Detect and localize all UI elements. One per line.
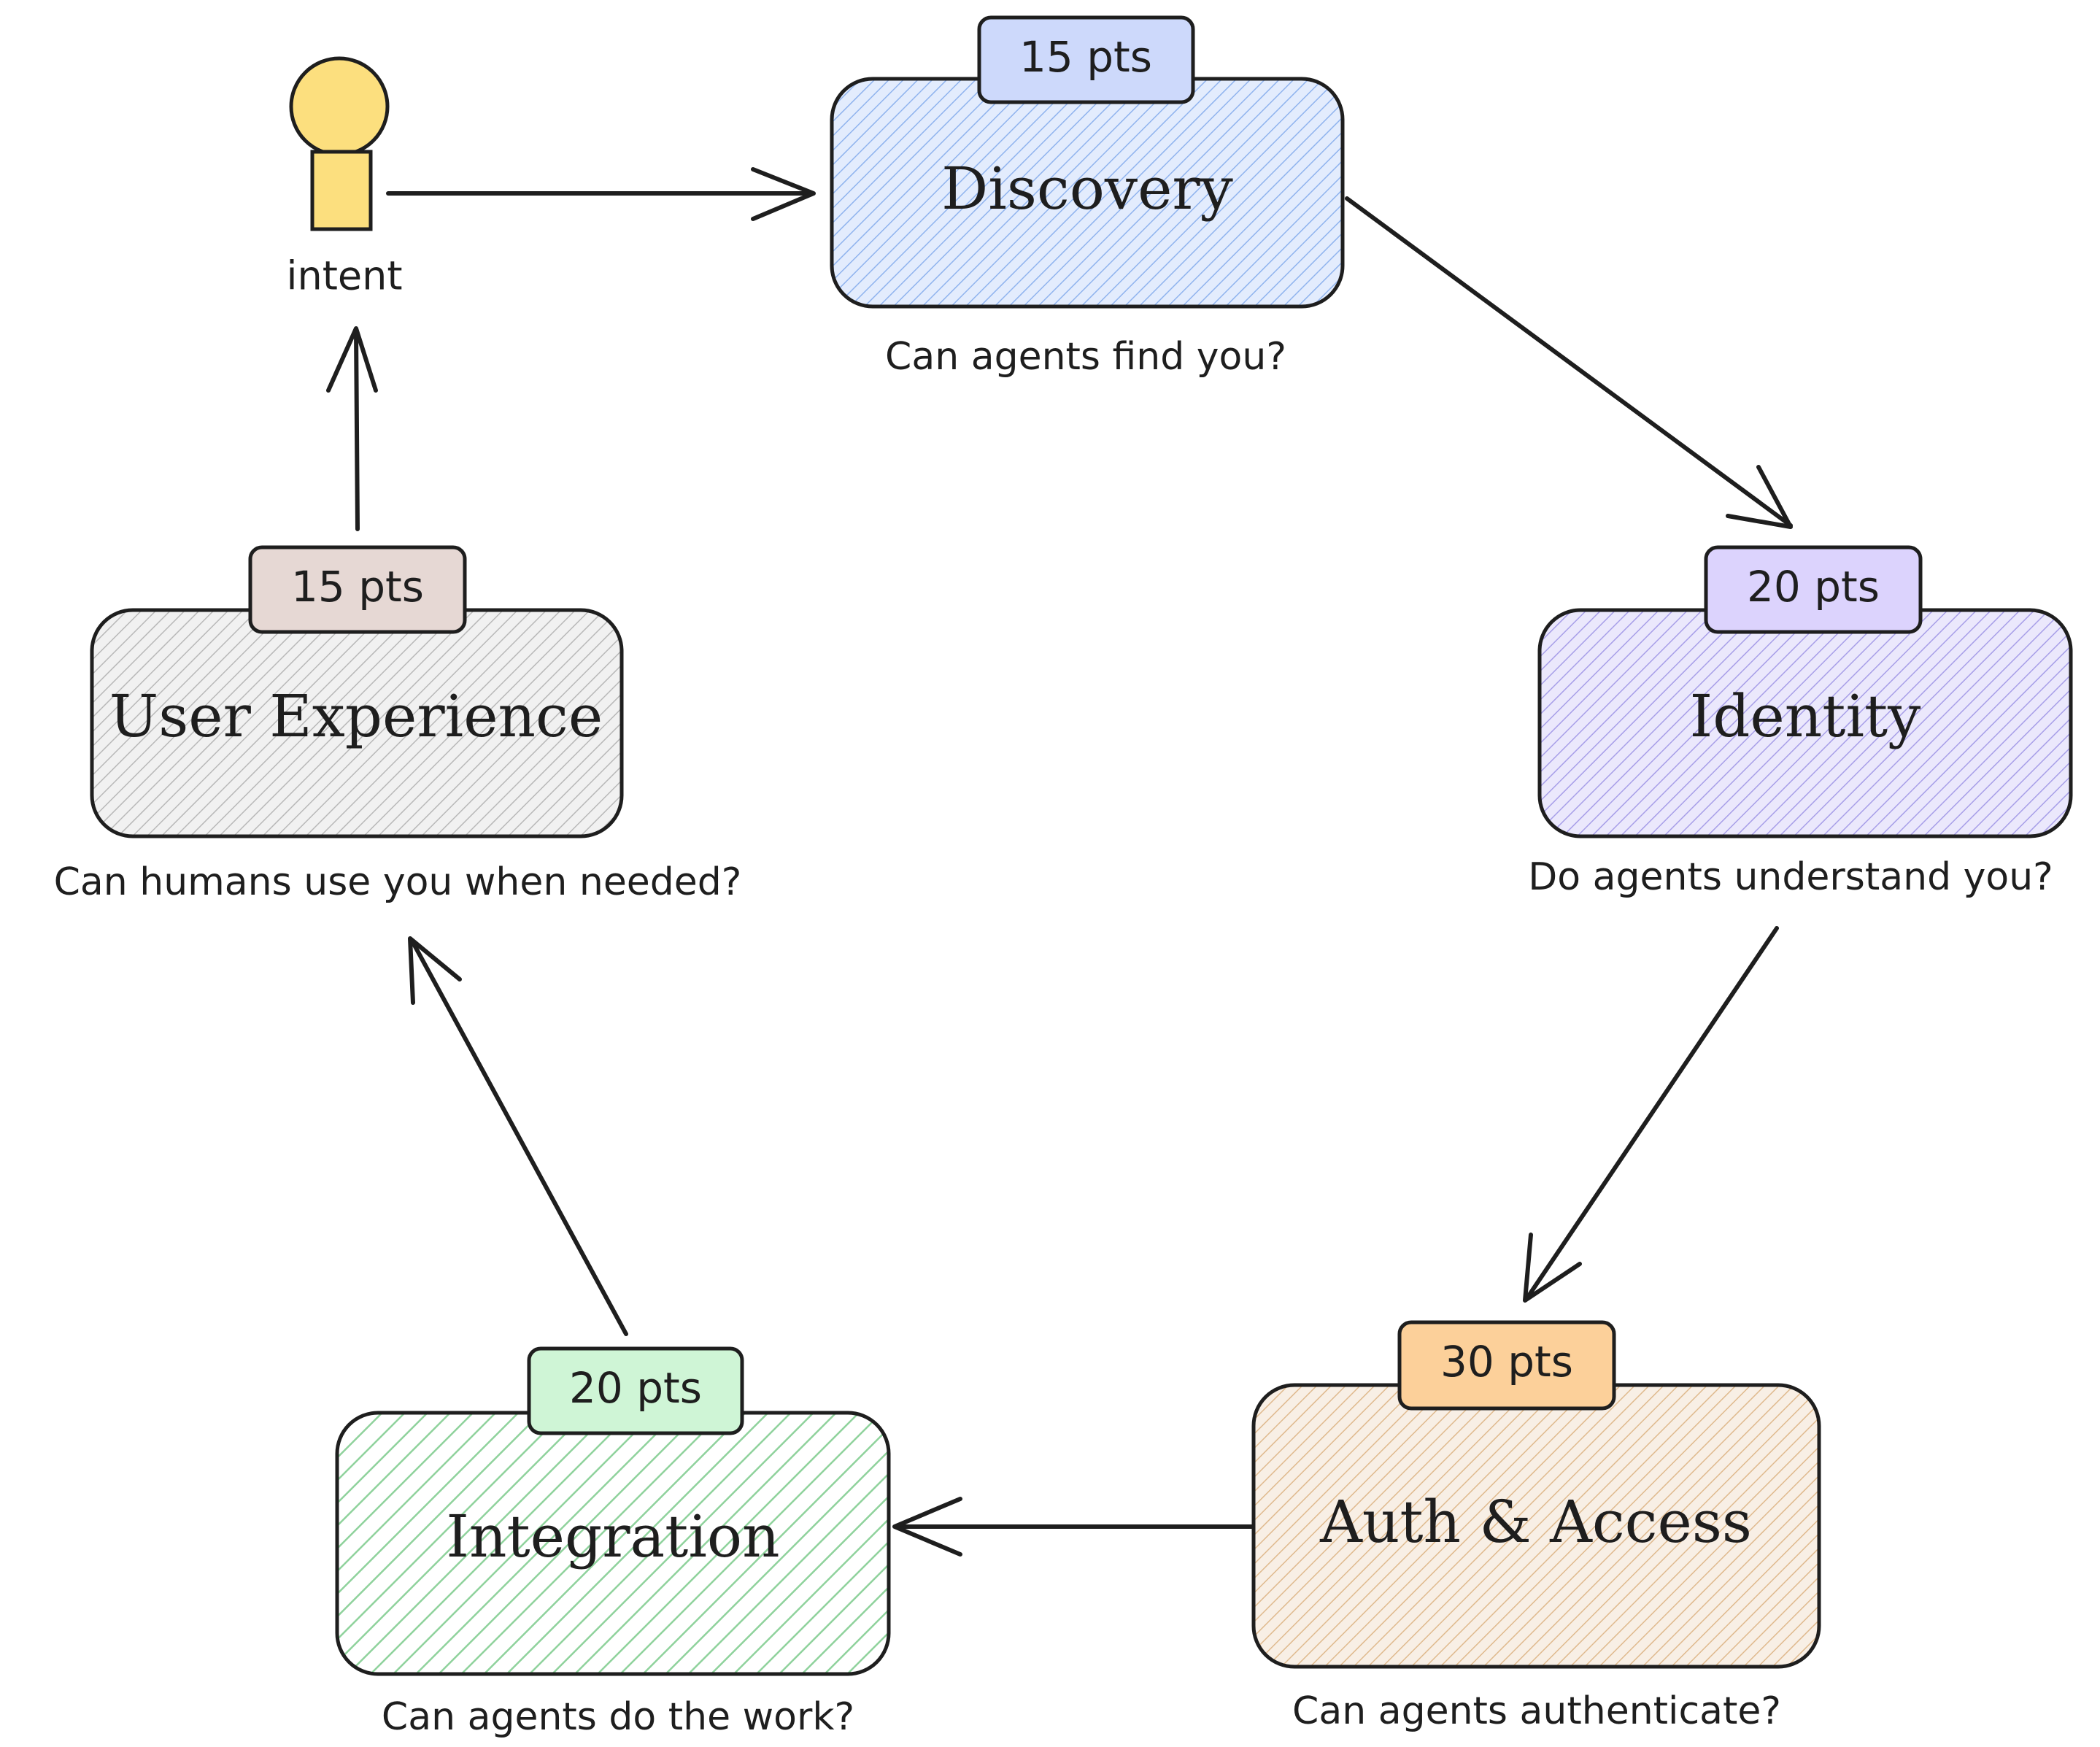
stage-ux: 15 pts User Experience Can humans use yo… <box>54 545 742 904</box>
ux-points: 15 pts <box>291 562 424 612</box>
arrow-integration-to-ux <box>408 936 628 1336</box>
integration-points: 20 pts <box>569 1363 702 1413</box>
person-icon <box>289 56 390 231</box>
discovery-points-badge <box>977 15 1195 104</box>
stage-discovery: 15 pts Discovery Can agents find you? <box>830 15 1345 379</box>
ux-question: Can humans use you when needed? <box>54 860 742 904</box>
intent-label: intent <box>286 253 402 299</box>
integration-points-badge <box>527 1346 744 1435</box>
intent-actor: intent <box>286 56 403 299</box>
person-body <box>310 150 373 231</box>
arrow-identity-to-auth <box>1523 926 1779 1303</box>
arrow-ux-to-intent <box>326 326 378 531</box>
stage-auth: 30 pts Auth & Access Can agents authenti… <box>1251 1320 1821 1733</box>
auth-points-badge <box>1397 1320 1616 1411</box>
discovery-title: Discovery <box>941 155 1233 223</box>
ux-points-badge <box>248 545 467 634</box>
arrow-intent-to-discovery <box>386 167 816 221</box>
person-head <box>289 56 390 157</box>
ux-title: User Experience <box>109 682 603 750</box>
arrow-discovery-to-identity <box>1345 196 1793 529</box>
discovery-question: Can agents find you? <box>885 335 1286 379</box>
flow-arrows <box>326 167 1793 1557</box>
stage-identity: 20 pts Identity Do agents understand you… <box>1528 545 2073 899</box>
auth-points: 30 pts <box>1440 1337 1573 1387</box>
discovery-points: 15 pts <box>1019 32 1152 82</box>
arrow-auth-to-integration <box>892 1497 1259 1557</box>
auth-title: Auth & Access <box>1319 1488 1752 1556</box>
integration-question: Can agents do the work? <box>382 1695 854 1739</box>
stage-integration: 20 pts Integration Can agents do the wor… <box>335 1346 891 1739</box>
identity-question: Do agents understand you? <box>1528 855 2053 899</box>
integration-title: Integration <box>446 1503 779 1570</box>
identity-title: Identity <box>1690 682 1921 750</box>
auth-question: Can agents authenticate? <box>1292 1689 1781 1733</box>
identity-points: 20 pts <box>1747 562 1880 612</box>
identity-points-badge <box>1704 545 1923 634</box>
